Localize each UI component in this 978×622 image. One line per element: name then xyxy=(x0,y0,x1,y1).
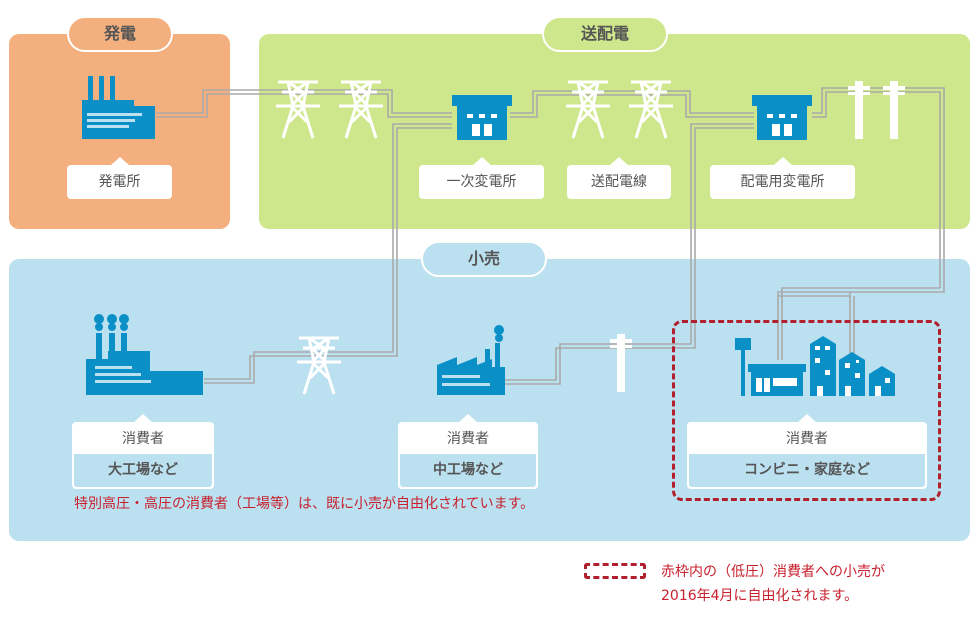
homes-and-convenience-store-icon xyxy=(735,336,895,396)
power-plant-label: 発電所 xyxy=(67,157,172,199)
transmission-section-title: 送配電 xyxy=(542,16,668,52)
large-factory-consumer-box: 消費者 大工場など xyxy=(72,414,214,489)
consumer-type: 中工場など xyxy=(400,454,536,487)
transmission-tower-icon xyxy=(276,80,320,139)
consumer-type: 大工場など xyxy=(74,454,212,487)
low-voltage-region xyxy=(672,320,941,501)
utility-pole-icon xyxy=(883,81,905,139)
liberalized-note: 特別高圧・高圧の消費者（工場等）は、既に小売が自由化されています。 xyxy=(74,496,535,512)
transmission-tower-icon xyxy=(339,80,383,139)
distribution-substation-icon xyxy=(752,95,812,140)
consumer-heading: 消費者 xyxy=(122,431,164,447)
legend-text-line1: 赤枠内の（低圧）消費者への小売が xyxy=(661,564,885,580)
transmission-tower-icon xyxy=(629,80,673,139)
transmission-tower-icon xyxy=(297,336,341,395)
consumer-heading: 消費者 xyxy=(786,431,828,447)
retail-section-title: 小売 xyxy=(421,241,547,277)
legend-text-line2: 2016年4月に自由化されます。 xyxy=(661,588,859,604)
generation-section-title: 発電 xyxy=(67,16,173,52)
retail-panel xyxy=(9,259,970,541)
distribution-substation-label: 配電用変電所 xyxy=(710,157,855,199)
medium-factory-icon xyxy=(437,325,505,395)
large-factory-icon xyxy=(86,314,203,395)
transmission-tower-icon xyxy=(566,80,610,139)
power-plant-icon xyxy=(82,76,155,139)
consumer-type: コンビニ・家庭など xyxy=(689,454,925,487)
primary-substation-label: 一次変電所 xyxy=(419,157,544,199)
legend-dashed-swatch xyxy=(584,563,646,579)
consumer-heading: 消費者 xyxy=(447,431,489,447)
primary-substation-icon xyxy=(452,95,512,140)
transmission-lines-label: 送配電線 xyxy=(567,157,671,199)
utility-pole-icon xyxy=(848,81,870,139)
medium-factory-consumer-box: 消費者 中工場など xyxy=(398,414,538,489)
household-consumer-box: 消費者 コンビニ・家庭など xyxy=(687,414,927,489)
utility-pole-icon xyxy=(610,334,632,392)
